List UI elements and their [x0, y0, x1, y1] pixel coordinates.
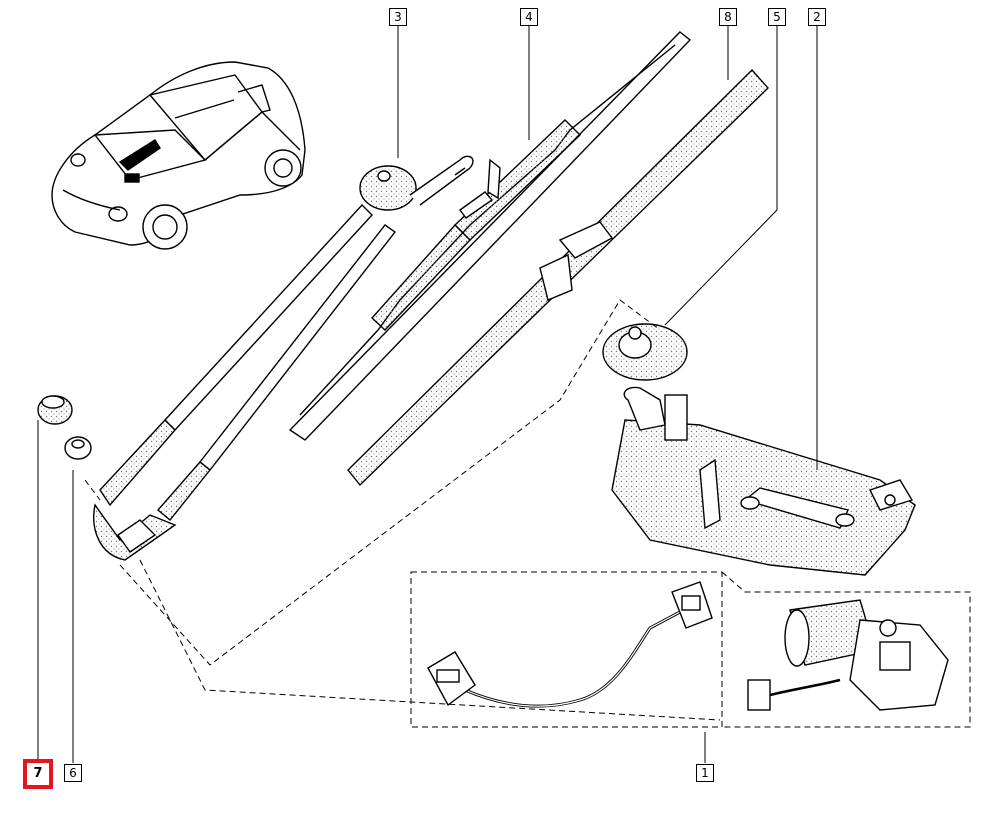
- callout-8[interactable]: 8: [719, 8, 737, 26]
- blade-insert: [347, 68, 769, 487]
- wiper-arms: [93, 155, 474, 561]
- car-illustration: [51, 61, 306, 250]
- callout-4[interactable]: 4: [520, 8, 538, 26]
- wiper-blade: [288, 31, 692, 441]
- wiring-harness: [427, 581, 713, 708]
- callout-5[interactable]: 5: [768, 8, 786, 26]
- wiper-motor: [747, 599, 949, 711]
- callout-2[interactable]: 2: [808, 8, 826, 26]
- callout-3[interactable]: 3: [389, 8, 407, 26]
- seal: [602, 323, 688, 381]
- callout-7-selected[interactable]: 7: [23, 759, 53, 789]
- linkage-frame: [611, 386, 916, 576]
- callout-6[interactable]: 6: [64, 764, 82, 782]
- leader-lines: [37, 26, 818, 763]
- cap-and-nut: [37, 395, 92, 460]
- callout-1[interactable]: 1: [696, 764, 714, 782]
- dashed-assembly-lines: [84, 299, 971, 728]
